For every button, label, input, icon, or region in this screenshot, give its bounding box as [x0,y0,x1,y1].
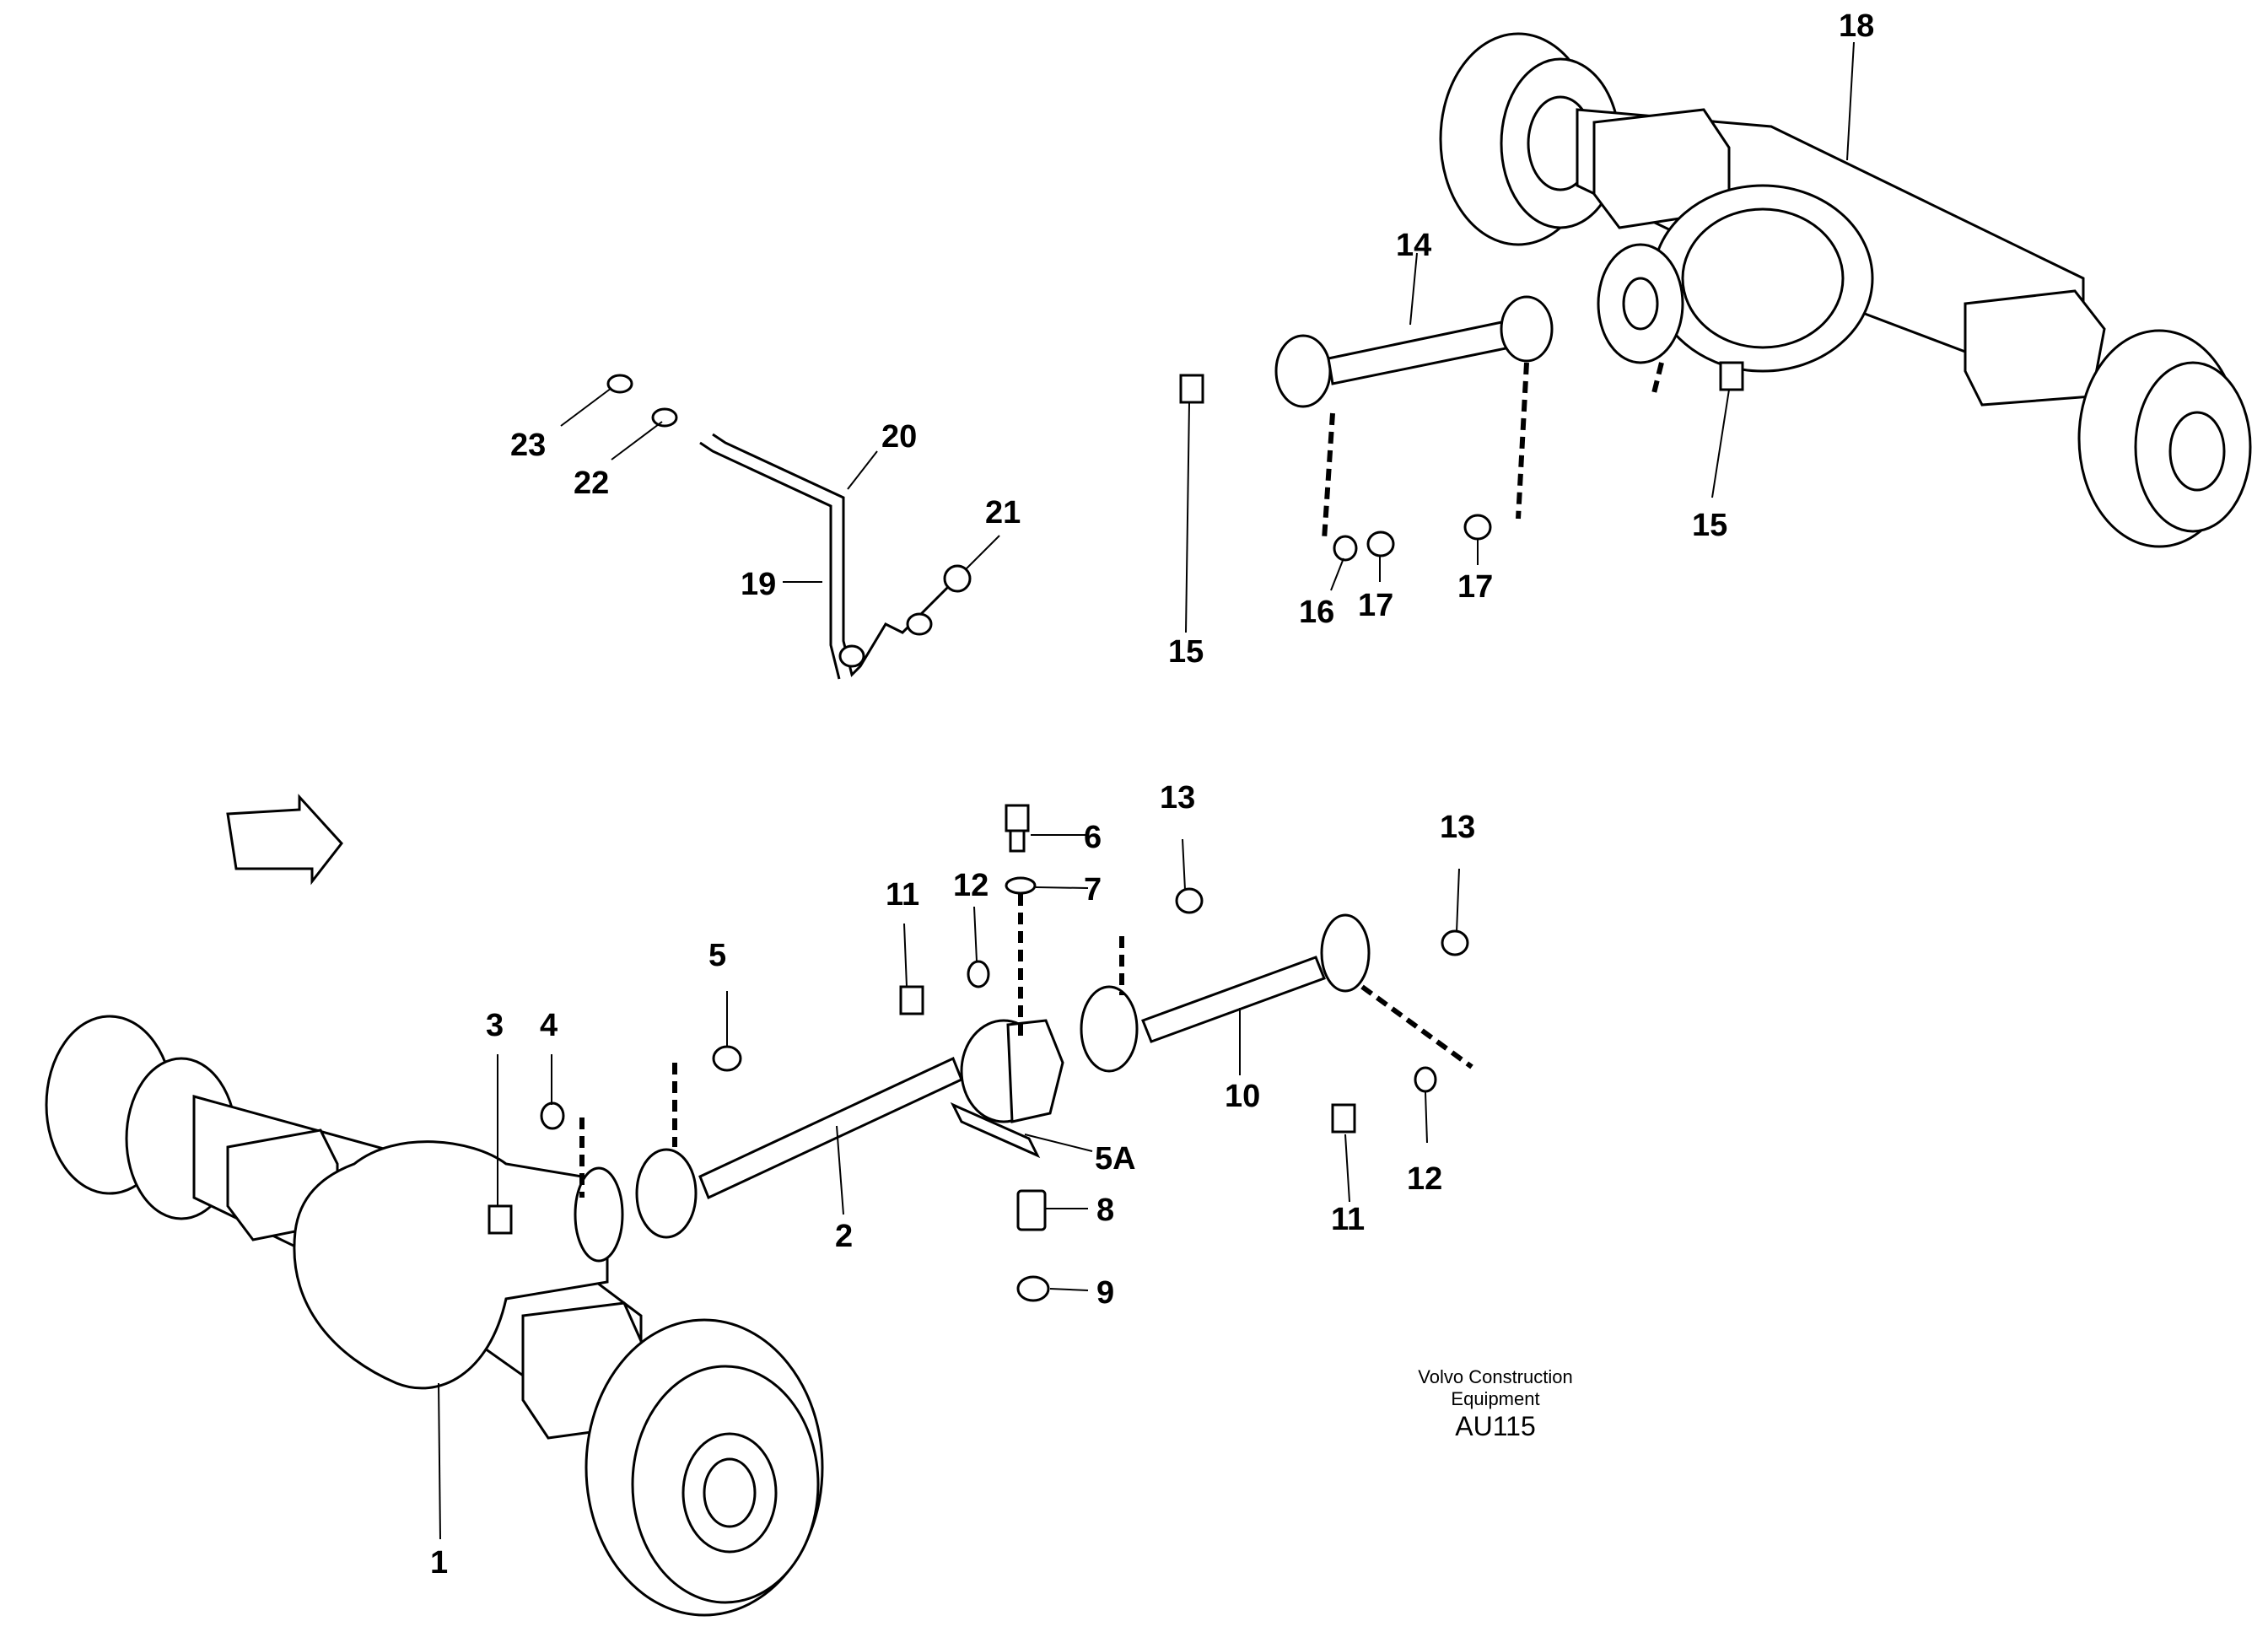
callout-22: 22 [574,466,609,501]
callout-9: 9 [1096,1275,1114,1311]
callout-14: 14 [1396,228,1431,263]
callout-7: 7 [1084,872,1102,907]
front-propeller-shaft [635,1056,963,1239]
callout-15: 15 [1692,508,1727,543]
callout-4: 4 [540,1008,558,1043]
callout-17: 17 [1358,588,1393,623]
callout-17: 17 [1457,569,1493,605]
brake-pipe-20 [712,433,955,677]
rear-axle-pinion-flange [1597,243,1684,364]
caption-line-2: Equipment [1451,1388,1539,1409]
callout-5a: 5A [1095,1141,1136,1177]
callout-21: 21 [985,495,1021,530]
fasteners [488,361,1744,1302]
callout-8: 8 [1096,1193,1114,1228]
callout-13: 13 [1440,810,1475,845]
callout-2: 2 [835,1219,853,1254]
caption-line-1: Volvo Construction [1418,1366,1572,1387]
front-axle-pinion-flange [574,1166,624,1263]
callout-3: 3 [486,1008,504,1043]
callout-12: 12 [953,868,989,903]
callout-labels: 1 2 3 4 5 5A 6 7 8 9 10 11 12 13 13 11 1… [430,8,1874,1581]
fitting-21 [943,564,972,593]
callout-20: 20 [881,419,917,455]
support-bearing [950,1019,1064,1159]
alignment-lines [579,362,1664,1198]
callout-18: 18 [1839,8,1874,44]
callout-11: 11 [1331,1202,1365,1237]
callout-19: 19 [741,567,776,602]
brake-pipe-assembly [606,374,972,680]
callout-12: 12 [1407,1161,1442,1197]
callout-15: 15 [1168,634,1204,670]
rear-propeller-shaft-10 [1080,913,1371,1073]
callout-11: 11 [886,877,919,913]
direction-arrow-icon [226,794,343,886]
front-axle-differential [293,1140,609,1390]
fitting-23 [606,374,633,394]
callout-1: 1 [430,1545,448,1581]
front-axle-assembly [45,1015,824,1617]
callout-5: 5 [708,938,726,973]
callout-6: 6 [1084,820,1102,855]
callout-13: 13 [1160,780,1195,816]
brake-pipe-19 [699,441,841,680]
callout-23: 23 [510,428,546,463]
bearing-bracket-5a [950,1101,1041,1159]
leader-lines [438,41,1855,1540]
drawing-code: AU115 [1455,1411,1535,1441]
diagram-caption: Volvo Construction Equipment AU115 [1418,1366,1572,1441]
fitting-22 [651,407,678,428]
rear-axle-differential [1651,184,1874,373]
short-propeller-shaft [1274,295,1554,408]
rear-axle-assembly [1439,32,2252,548]
callout-10: 10 [1225,1079,1260,1114]
callout-16: 16 [1299,595,1334,630]
